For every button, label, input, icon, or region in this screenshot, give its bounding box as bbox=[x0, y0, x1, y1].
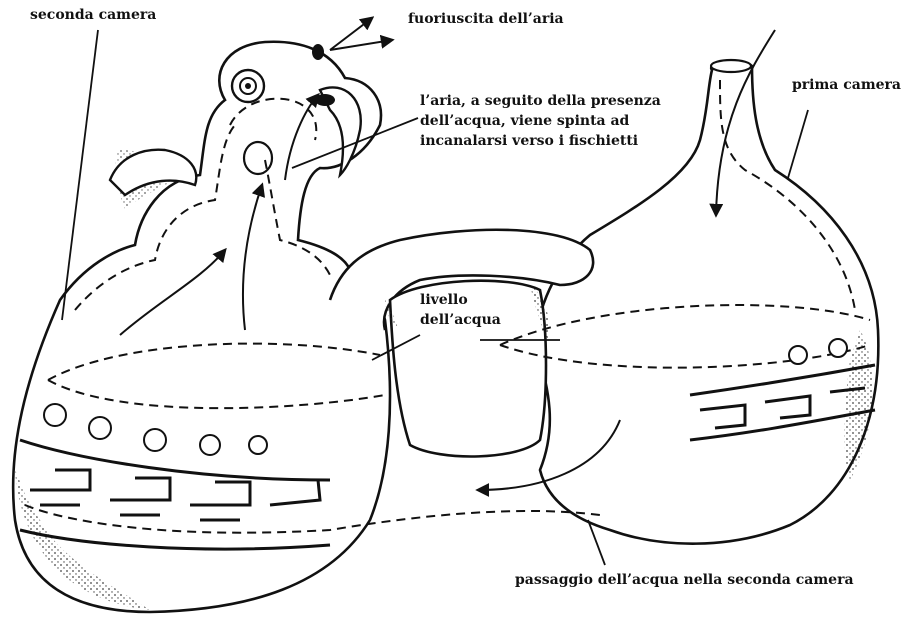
label-water-level-line1: livello bbox=[420, 291, 468, 309]
label-air-pushed-line2: dell’acqua, viene spinta ad bbox=[420, 112, 629, 130]
label-air-outlet: fuoriuscita dell’aria bbox=[408, 10, 564, 28]
label-second-chamber: seconda camera bbox=[30, 6, 156, 24]
second-chamber bbox=[13, 42, 390, 612]
air-out-arrow-2 bbox=[330, 40, 392, 50]
second-chamber-outline bbox=[13, 42, 390, 612]
spout-opening bbox=[711, 60, 751, 72]
label-water-level-line2: dell’acqua bbox=[420, 311, 501, 329]
label-first-chamber: prima camera bbox=[792, 76, 901, 94]
central-opening bbox=[390, 281, 546, 457]
label-air-pushed-line3: incanalarsi verso i fischietti bbox=[420, 132, 638, 150]
label-water-passage: passaggio dell’acqua nella seconda camer… bbox=[515, 571, 854, 589]
label-air-pushed-line1: l’aria, a seguito della presenza bbox=[420, 92, 661, 110]
whistle-hole bbox=[244, 142, 272, 174]
